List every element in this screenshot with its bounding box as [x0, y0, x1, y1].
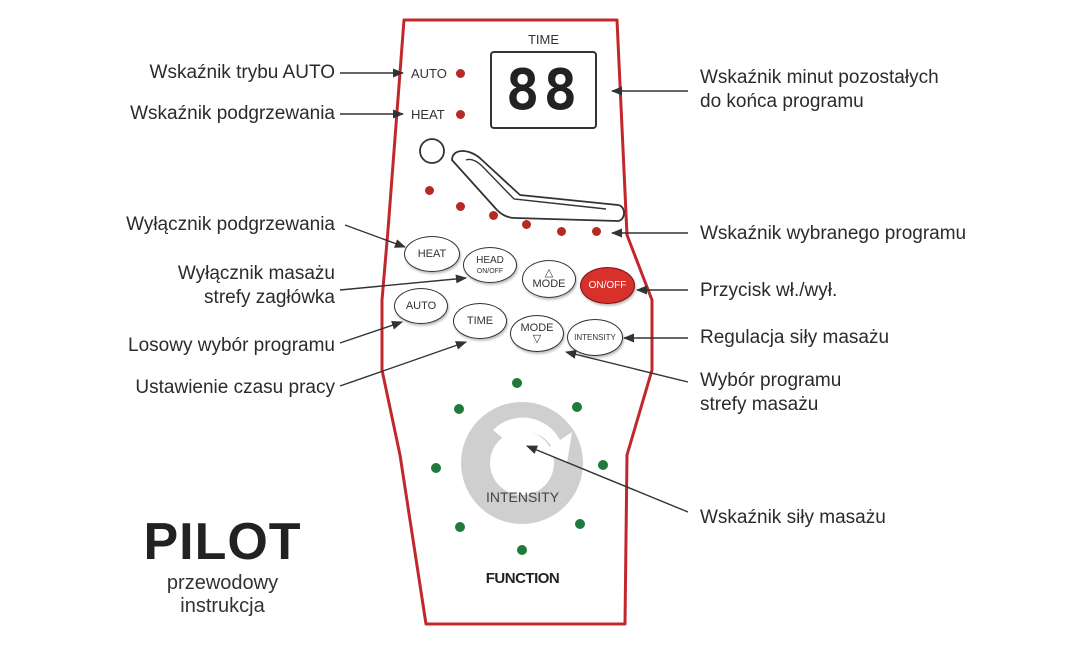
pilot-title: PILOT [143, 513, 302, 571]
heat-led [456, 110, 465, 119]
rotate-arrow-icon [493, 417, 572, 463]
callout-head-switch-line2: strefy zagłówka [204, 287, 335, 308]
head-button-label: HEAD [476, 254, 504, 266]
mode-down-button[interactable]: MODE ▽ [510, 315, 564, 352]
intensity-button-label: INTENSITY [574, 332, 616, 342]
pilot-subtitle-1: przewodowy [166, 572, 279, 594]
callout-auto-random: Losowy wybór programu [128, 335, 335, 356]
chair-body-icon [451, 150, 625, 222]
auto-indicator-label: AUTO [411, 66, 447, 81]
intensity-led [598, 460, 608, 470]
intensity-led [431, 463, 441, 473]
auto-button[interactable]: AUTO [394, 288, 448, 324]
callout-power-button: Przycisk wł./wył. [700, 280, 838, 301]
callout-zone-select-line2: strefy masażu [700, 394, 819, 415]
mode-up-label: MODE [532, 278, 566, 290]
program-led [425, 186, 434, 195]
intensity-led [512, 378, 522, 388]
heat-button-label: HEAT [417, 247, 447, 260]
intensity-led [572, 402, 582, 412]
onoff-label: ON/OFF [588, 279, 627, 291]
program-led [489, 211, 498, 220]
program-led [557, 227, 566, 236]
time-display: 88 [490, 51, 597, 129]
callout-auto-indicator: Wskaźnik trybu AUTO [149, 62, 335, 83]
program-led [592, 227, 601, 236]
time-button[interactable]: TIME [453, 303, 507, 339]
arrow-auto-random [339, 320, 404, 344]
program-led [456, 202, 465, 211]
time-display-title: TIME [527, 32, 560, 47]
intensity-led [517, 545, 527, 555]
onoff-button[interactable]: ON/OFF [580, 267, 635, 304]
time-button-label: TIME [466, 314, 494, 327]
triangle-down-icon: ▽ [532, 332, 542, 345]
auto-button-label: AUTO [405, 299, 437, 312]
heat-button[interactable]: HEAT [404, 236, 460, 272]
arrow-heat-switch [344, 224, 407, 248]
callout-time-setting: Ustawienie czasu pracy [135, 377, 335, 398]
callout-head-switch-line1: Wyłącznik masażu [177, 263, 335, 284]
head-button-sublabel: ON/OFF [476, 267, 504, 275]
intensity-led [454, 404, 464, 414]
arrow-zone-select [564, 350, 689, 383]
intensity-dial-label: INTENSITY [485, 489, 560, 505]
mode-down-label: MODE [520, 321, 554, 334]
arrow-head-switch [339, 274, 468, 291]
arrow-time-setting [339, 341, 468, 387]
arrow-intensity-indicator [525, 445, 689, 513]
callout-heat-indicator: Wskaźnik podgrzewania [130, 103, 335, 124]
triangle-up-icon: △ [544, 267, 554, 279]
auto-led [456, 69, 465, 78]
function-label: FUNCTION [485, 570, 560, 587]
callout-heat-switch: Wyłącznik podgrzewania [126, 214, 335, 235]
callout-zone-select-line1: Wybór programu [700, 370, 842, 391]
head-onoff-button[interactable]: HEAD ON/OFF [463, 247, 517, 283]
callout-intensity-adjust: Regulacja siły masażu [700, 327, 890, 348]
program-led [522, 220, 531, 229]
callout-minutes-line1: Wskaźnik minut pozostałych [700, 67, 939, 88]
callout-minutes-line2: do końca programu [700, 91, 864, 112]
chair-head-icon [419, 138, 445, 164]
callout-program-indicator: Wskaźnik wybranego programu [700, 223, 967, 244]
pilot-subtitle-2: instrukcja [180, 595, 265, 617]
callout-intensity-indicator: Wskaźnik siły masażu [700, 507, 886, 528]
intensity-button[interactable]: INTENSITY [567, 319, 623, 356]
intensity-led [455, 522, 465, 532]
mode-up-button[interactable]: △ MODE [522, 260, 576, 298]
heat-indicator-label: HEAT [411, 107, 445, 122]
intensity-led [575, 519, 585, 529]
